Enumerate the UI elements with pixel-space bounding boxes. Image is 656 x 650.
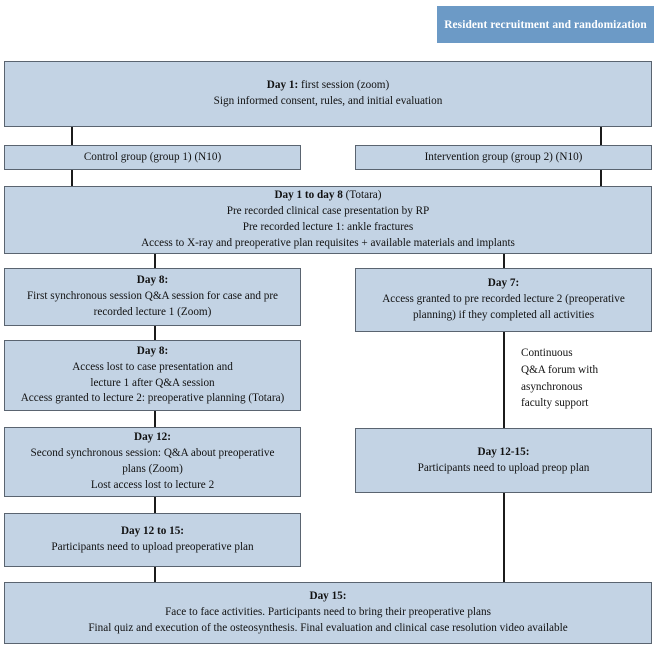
node-day15-final: Day 15: Face to face activities. Partici…: [4, 582, 652, 644]
node-day8-first-session-line-2: recorded lecture 1 (Zoom): [93, 305, 212, 318]
node-day12-line-1: Second synchronous session: Q&A about pr…: [30, 447, 275, 460]
connector-day1-to-intervention: [600, 127, 602, 145]
connector-day7-to-day1215: [503, 332, 505, 428]
node-day12-line-3: Lost access lost to lecture 2: [90, 478, 215, 491]
connector-day1215-to-day15: [503, 493, 505, 582]
node-control-group-line-0: Control group (group 1) (N10): [83, 150, 222, 163]
connector-day1day8-to-day8: [154, 254, 156, 268]
node-day1-to-day8-line-2: Pre recorded lecture 1: ankle fractures: [242, 221, 414, 233]
node-intervention-group-line-0: Intervention group (group 2) (N10): [424, 150, 583, 163]
node-day1215-line-0: Day 12-15:: [477, 445, 530, 458]
node-day1-line-0: Day 1: first session (zoom): [266, 79, 390, 92]
node-day7-line-2: planning) if they completed all activiti…: [412, 308, 595, 321]
node-day12-15-upload-preop: Day 12-15: Participants need to upload p…: [355, 428, 652, 493]
node-day12-line-0: Day 12:: [134, 431, 171, 444]
connector-day12-to-day12to15: [154, 497, 156, 513]
annotation-line-0: Continuous: [521, 347, 573, 359]
node-day1-to-day8-line-3: Access to X-ray and preoperative plan re…: [141, 236, 515, 249]
node-day12-line-2: plans (Zoom): [122, 463, 183, 475]
node-day1-to-day8: Day 1 to day 8 (Totara) Pre recorded cli…: [4, 186, 652, 254]
node-day12to15-line-1: Participants need to upload preoperative…: [51, 541, 254, 553]
node-day8-access-lost-line-0: Day 8:: [136, 344, 169, 357]
node-day7-line-1: Access granted to pre recorded lecture 2…: [382, 293, 625, 306]
node-day7-line-0: Day 7:: [487, 277, 520, 290]
node-day1-to-day8-line-1: Pre recorded clinical case presentation …: [226, 205, 430, 218]
connector-control-to-day1day8: [71, 170, 73, 186]
node-control-group: Control group (group 1) (N10): [4, 145, 301, 170]
connector-day8access-to-day12: [154, 411, 156, 427]
connector-day1-to-control: [71, 127, 73, 145]
node-day8-first-session: Day 8: First synchronous session Q&A ses…: [4, 268, 301, 326]
node-day8-access-lost-line-2: lecture 1 after Q&A session: [90, 376, 215, 389]
node-day8-access-lost-line-1: Access lost to case presentation and: [72, 360, 233, 373]
node-day8-access-lost: Day 8: Access lost to case presentation …: [4, 340, 301, 411]
node-day15-line-0: Day 15:: [309, 590, 347, 603]
connector-intervention-to-day1day8: [600, 170, 602, 186]
annotation-line-3: faculty support: [521, 397, 589, 410]
node-intervention-group: Intervention group (group 2) (N10): [355, 145, 652, 170]
node-day12-to-15-upload: Day 12 to 15: Participants need to uploa…: [4, 513, 301, 567]
node-day12-second-session: Day 12: Second synchronous session: Q&A …: [4, 427, 301, 497]
node-day15-line-2: Final quiz and execution of the osteosyn…: [88, 621, 568, 634]
banner-resident-recruitment: Resident recruitment and randomization: [437, 6, 654, 43]
connector-day1day8-to-day7: [503, 254, 505, 268]
annotation-line-1: Q&A forum with: [521, 363, 599, 376]
connector-day8-to-day8access: [154, 326, 156, 340]
node-day15-line-1: Face to face activities. Participants ne…: [165, 606, 491, 619]
node-day1215-line-1: Participants need to upload preop plan: [417, 461, 590, 474]
node-day12to15-line-0: Day 12 to 15:: [120, 525, 185, 538]
annotation-continuous-qa-forum: Continuous Q&A forum with asynchronous f…: [521, 345, 598, 412]
banner-label: Resident recruitment and randomization: [444, 18, 647, 31]
annotation-line-2: asynchronous: [521, 380, 583, 393]
node-day1-to-day8-line-0: Day 1 to day 8 (Totara): [274, 189, 382, 202]
connector-day12to15-to-day15: [154, 567, 156, 582]
node-day1: Day 1: first session (zoom) Sign informe…: [4, 61, 652, 127]
node-day8-access-lost-line-3: Access granted to lecture 2: preoperativ…: [20, 392, 285, 405]
node-day1-line-1: Sign informed consent, rules, and initia…: [213, 95, 443, 107]
node-day8-first-session-line-0: Day 8:: [136, 274, 169, 287]
node-day7-access-granted: Day 7: Access granted to pre recorded le…: [355, 268, 652, 332]
node-day8-first-session-line-1: First synchronous session Q&A session fo…: [26, 290, 279, 303]
